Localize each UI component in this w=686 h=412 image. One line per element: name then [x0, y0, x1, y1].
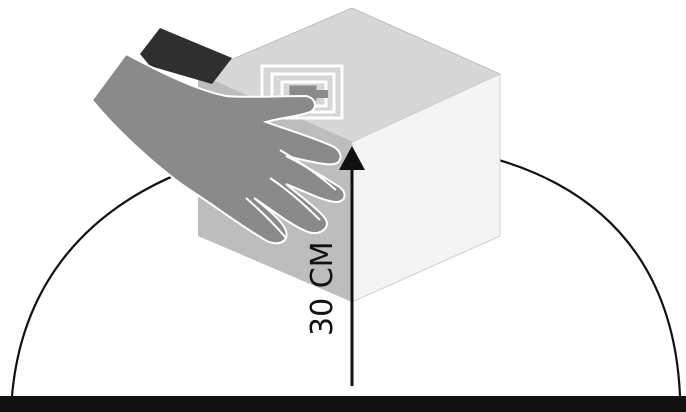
- distance-label: 30 CM: [305, 241, 340, 336]
- arrow-up-icon: [339, 146, 365, 386]
- sleeve: [140, 28, 232, 84]
- ground-surface: [0, 396, 686, 412]
- hand-icon: [90, 28, 346, 245]
- hand-shape: [90, 52, 346, 245]
